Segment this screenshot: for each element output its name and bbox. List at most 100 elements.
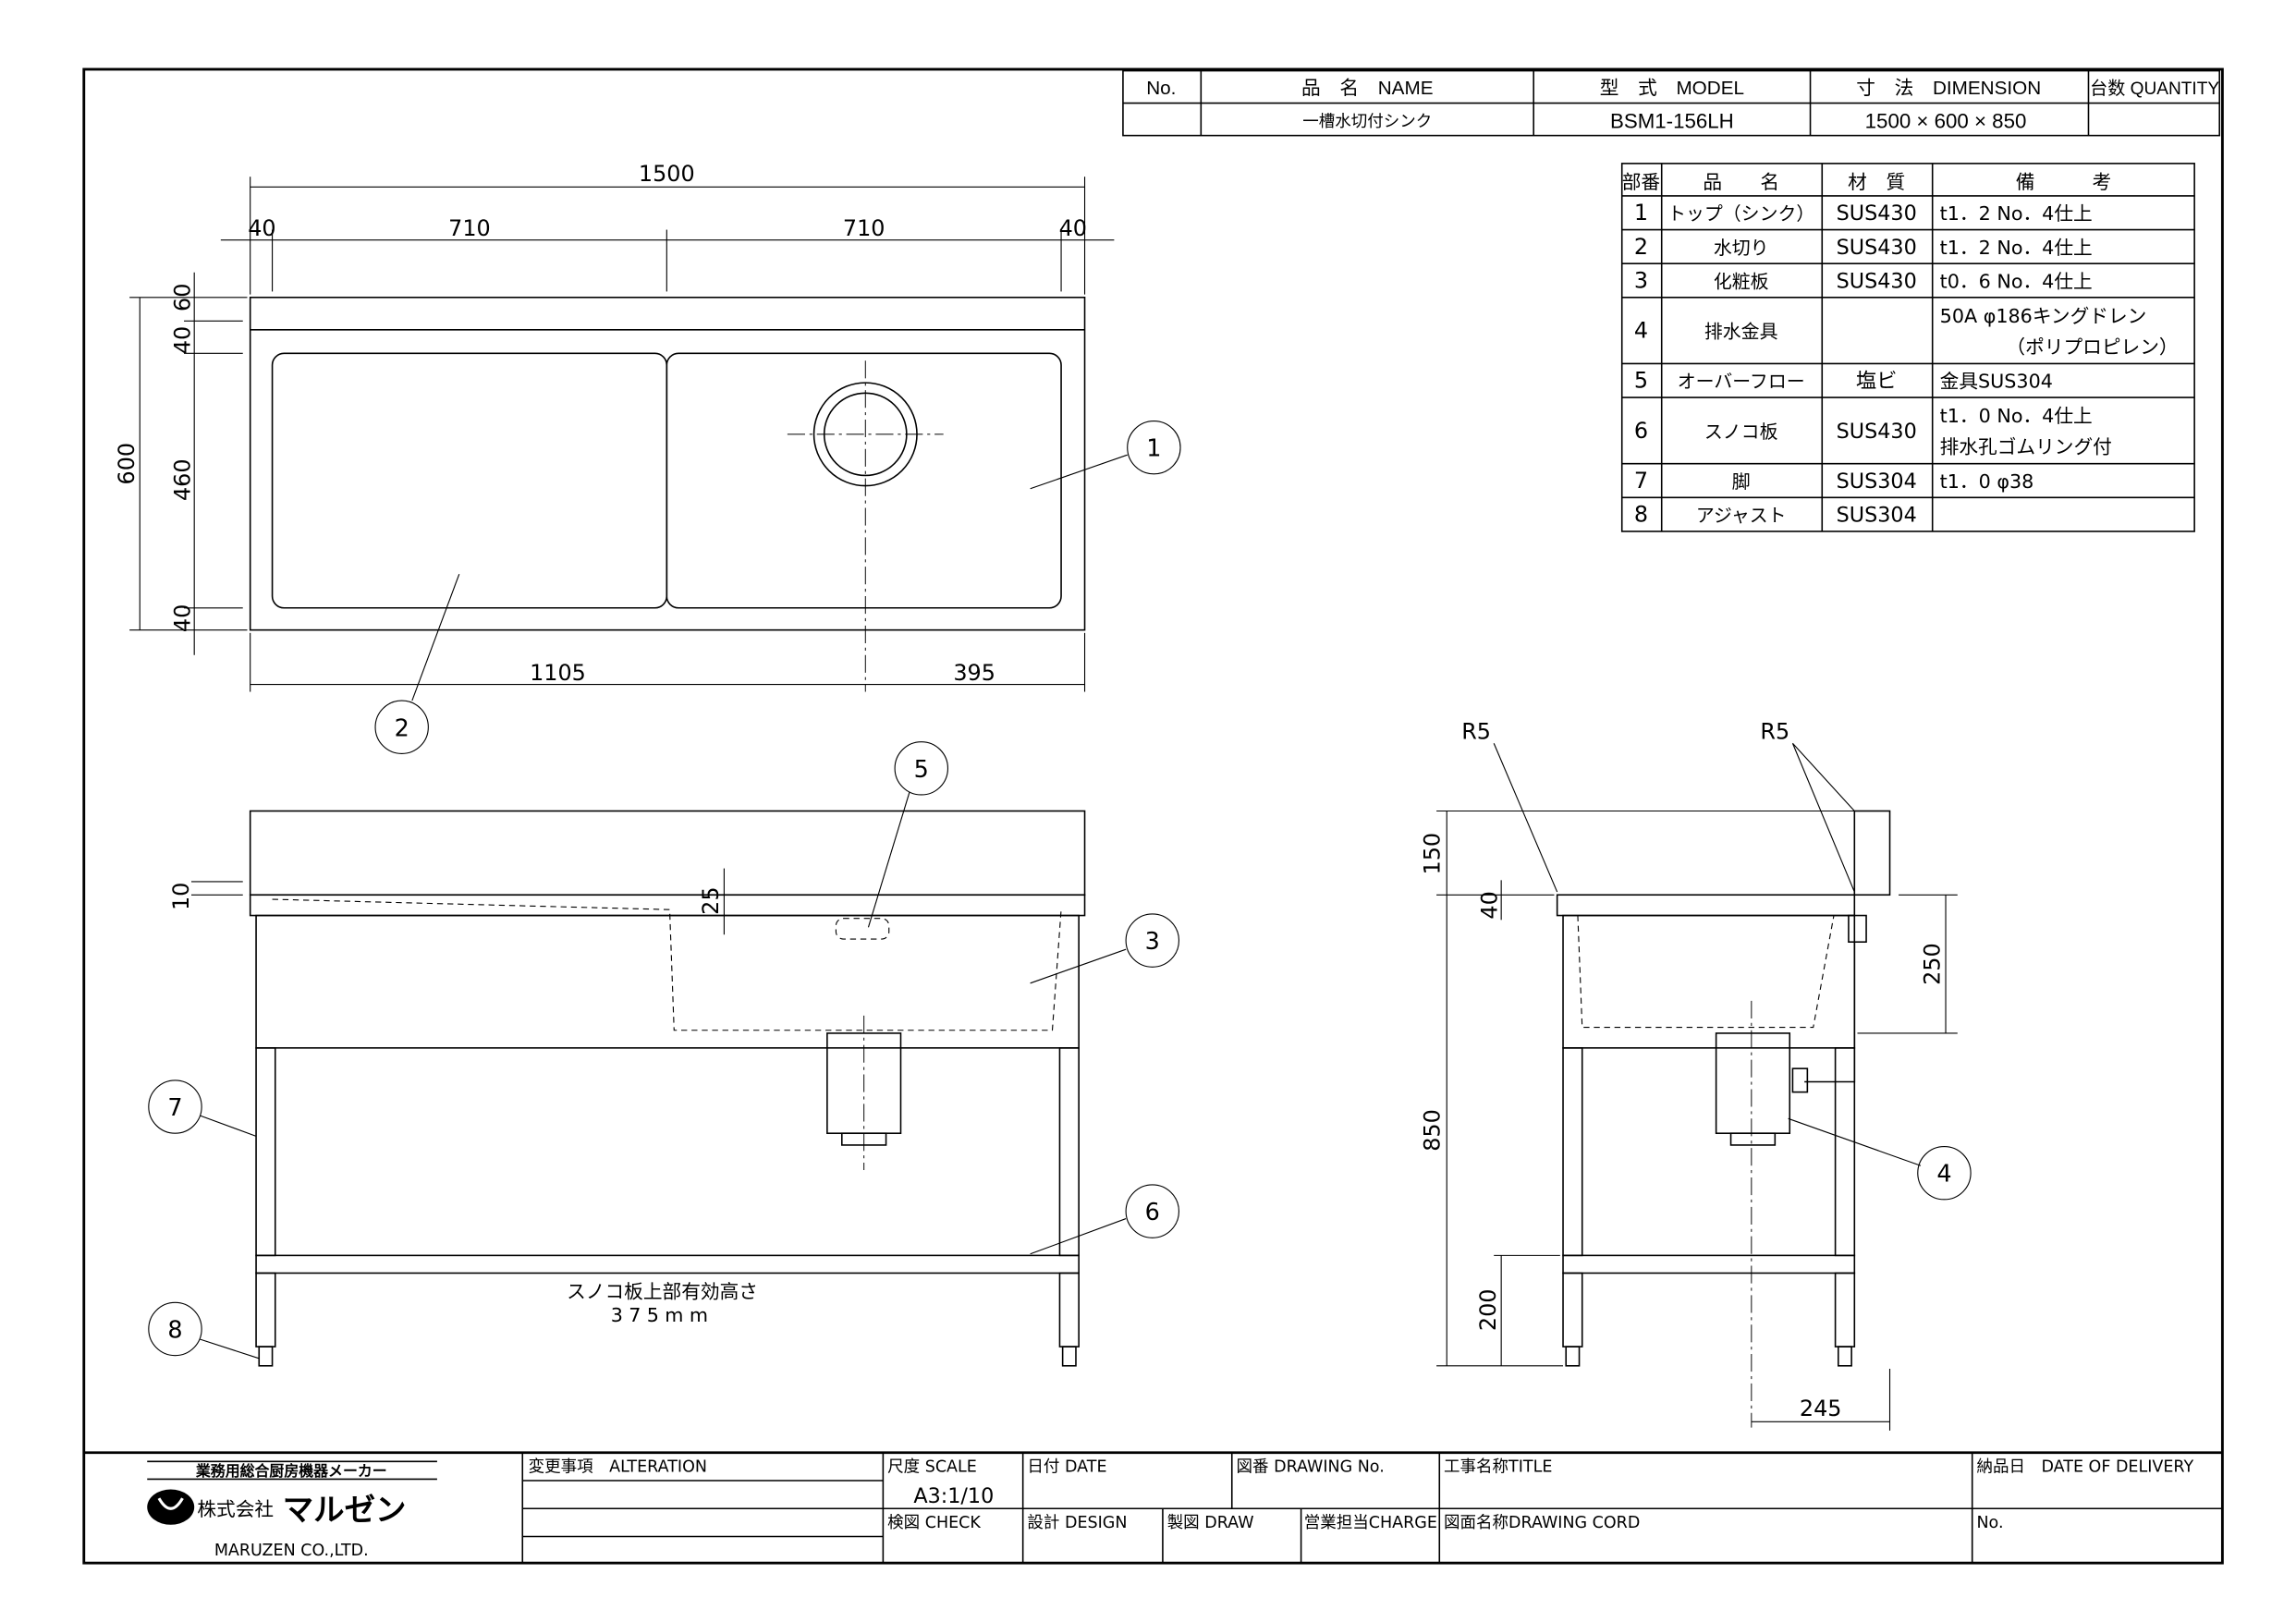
- part-number: 3: [1634, 267, 1648, 293]
- parts-header-2: 材 質: [1848, 171, 1905, 193]
- balloon-7: 7: [148, 1079, 202, 1134]
- header-quantity: 台数 QUANTITY: [2090, 79, 2219, 99]
- dim-bowl-depth: 460: [169, 458, 195, 501]
- check-label: 検図 CHECK: [887, 1514, 981, 1532]
- header-name: 品 名 NAME: [1301, 78, 1434, 99]
- parts-header-1: 品 名: [1703, 171, 1779, 193]
- part-name: スノコ板: [1704, 421, 1778, 443]
- design-label: 設計 DESIGN: [1027, 1514, 1127, 1532]
- part-number: 7: [1634, 468, 1648, 494]
- dim-back-edge: 40: [169, 326, 195, 354]
- part-name: トップ（シンク）: [1667, 203, 1814, 225]
- part-remark-line2: 排水孔ゴムリング付: [1940, 436, 2112, 458]
- part-remark: 金具SUS304: [1940, 371, 2053, 393]
- part-number: 6: [1634, 418, 1648, 444]
- adjuster-foot: [258, 1346, 274, 1367]
- scale-label: 尺度 SCALE: [887, 1457, 977, 1476]
- dim-drain-offset: 245: [1800, 1396, 1842, 1421]
- part-remark: t0．6 No．4仕上: [1940, 270, 2093, 292]
- dim-side-top: 40: [1476, 891, 1502, 919]
- balloon-2: 2: [374, 700, 429, 754]
- dim-bowl-deep: 250: [1920, 943, 1946, 985]
- dim-front-edge: 40: [169, 604, 195, 632]
- side-view: 150 40 850 200 250 245 R5 R5: [1419, 718, 1958, 1431]
- dim-edge-left: 40: [248, 215, 275, 241]
- svg-text:5: 5: [914, 756, 929, 784]
- company-tagline: 業務用総合厨房機器メーカー: [195, 1462, 387, 1480]
- parts-header-3: 備 考: [2016, 171, 2111, 193]
- balloon-1: 1: [1127, 420, 1181, 475]
- dim-bowl-right: 710: [843, 215, 885, 241]
- charge-label: 営業担当CHARGE: [1304, 1514, 1437, 1532]
- draw-label: 製図 DRAW: [1167, 1514, 1254, 1532]
- part-number: 5: [1634, 368, 1648, 394]
- company-logo-text: マルゼン: [283, 1492, 407, 1528]
- part-material: SUS304: [1837, 470, 1917, 494]
- dim-bowl-left: 710: [448, 215, 491, 241]
- svg-text:4: 4: [1936, 1161, 1951, 1189]
- alteration-label: 変更事項 ALTERATION: [529, 1457, 707, 1476]
- part-material: SUS430: [1837, 236, 1917, 260]
- part-material: SUS304: [1837, 504, 1917, 528]
- header-model: 型 式 MODEL: [1600, 78, 1744, 99]
- undershelf: [255, 1254, 1080, 1274]
- dim-drain-from-left: 1105: [530, 660, 586, 686]
- delivery-no-label: No.: [1976, 1514, 2003, 1532]
- company-logo: 株式会社 マルゼン: [147, 1489, 407, 1528]
- dim-height: 850: [1419, 1109, 1445, 1152]
- date-label: 日付 DATE: [1027, 1457, 1106, 1476]
- drawing-cord-label: 図面名称DRAWING CORD: [1444, 1514, 1640, 1532]
- drawing-border: [82, 67, 2224, 1565]
- header-no: No.: [1146, 78, 1176, 99]
- shelf-height-value: 375mm: [611, 1304, 714, 1326]
- radius-left-label: R5: [1461, 718, 1491, 744]
- dim-shelf-height: 200: [1475, 1289, 1501, 1332]
- balloon-8: 8: [148, 1301, 202, 1357]
- balloon-3: 3: [1125, 913, 1179, 968]
- part-name: 脚: [1732, 471, 1751, 493]
- balloon-4: 4: [1917, 1145, 1972, 1201]
- top-view: 1500 40 710 710 40 1105 395 600 40 60 46…: [114, 161, 1128, 701]
- svg-text:3: 3: [1145, 928, 1160, 956]
- header-dimension: 寸 法 DIMENSION: [1856, 78, 2041, 99]
- part-remark: 50A φ186キングドレン: [1940, 305, 2147, 327]
- part-number: 2: [1634, 234, 1648, 260]
- part-name: 水切り: [1714, 238, 1769, 259]
- part-material: SUS430: [1837, 420, 1917, 444]
- sink-bowl: [666, 352, 1062, 609]
- part-name: オーバーフロー: [1678, 372, 1805, 393]
- balloon-5: 5: [894, 741, 949, 796]
- title-block: 業務用総合厨房機器メーカー 株式会社 マルゼン MARUZEN CO.,LTD.…: [83, 1451, 2223, 1564]
- title-label: 工事名称TITLE: [1444, 1457, 1552, 1476]
- part-remark: t1．0 No．4仕上: [1940, 405, 2093, 427]
- svg-text:1: 1: [1146, 435, 1161, 463]
- scale-value: A3:1/10: [913, 1484, 994, 1508]
- product-name: 一槽水切付シンク: [1302, 112, 1432, 130]
- parts-header-0: 部番: [1622, 171, 1661, 193]
- delivery-label: 納品日 DATE OF DELIVERY: [1976, 1457, 2193, 1476]
- part-material: SUS430: [1837, 201, 1917, 226]
- part-material: SUS430: [1837, 269, 1917, 293]
- company-name-prefix: 株式会社: [197, 1498, 274, 1520]
- part-remark-line2: （ポリプロピレン）: [2006, 335, 2178, 358]
- dim-edge-right: 40: [1059, 215, 1087, 241]
- dim-drain-from-right: 395: [953, 660, 995, 686]
- balloon-6: 6: [1125, 1184, 1179, 1238]
- dim-overall-width: 1500: [639, 161, 695, 187]
- part-name: 排水金具: [1704, 322, 1778, 343]
- dim-overflow: 25: [698, 886, 724, 914]
- dim-backsplash: 150: [1419, 833, 1445, 875]
- part-number: 4: [1634, 318, 1648, 344]
- svg-text:8: 8: [167, 1317, 182, 1345]
- front-view: 10 25 スノコ板上部有効高さ 375mm: [168, 791, 1127, 1367]
- svg-text:7: 7: [167, 1094, 182, 1122]
- part-remark: t1．0 φ38: [1940, 470, 2034, 493]
- dim-back-step: 60: [169, 284, 195, 311]
- header-table: No. 品 名 NAME 型 式 MODEL 寸 法 DIMENSION 台数 …: [1122, 69, 2220, 137]
- part-name: 化粧板: [1714, 271, 1769, 292]
- dim-depth: 600: [114, 443, 140, 485]
- svg-text:6: 6: [1145, 1199, 1160, 1226]
- product-model: BSM1-156LH: [1610, 110, 1734, 133]
